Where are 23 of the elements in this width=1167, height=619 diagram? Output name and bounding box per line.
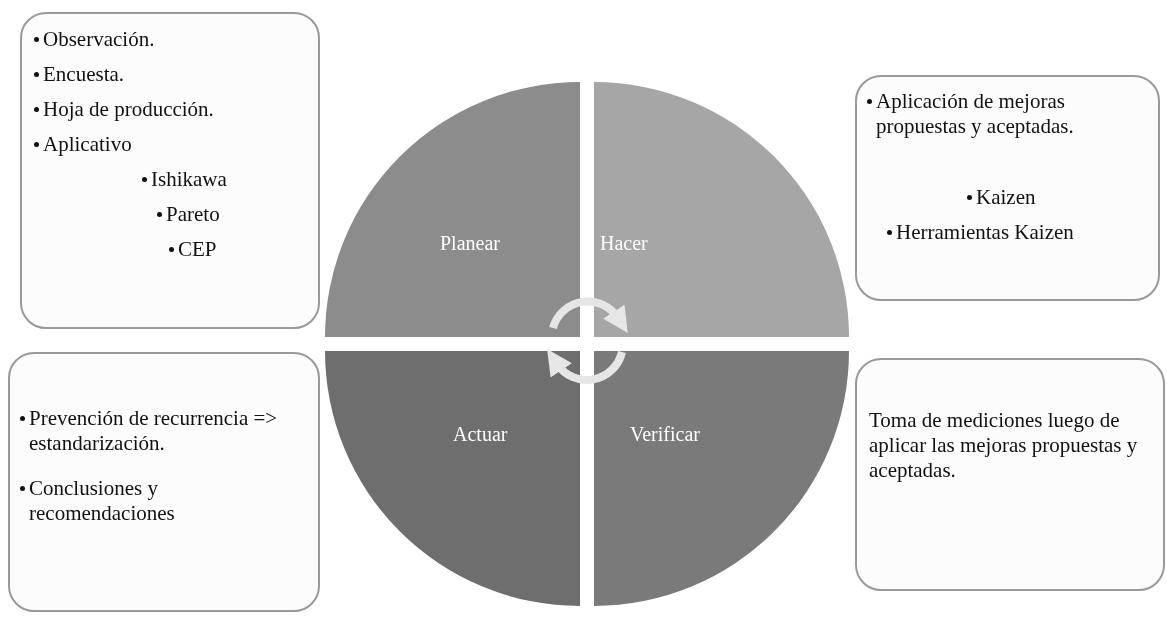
quadrant-label: Hacer	[600, 232, 648, 255]
list-item-text: Ishikawa	[151, 167, 227, 192]
list-item-text: Kaizen	[976, 185, 1036, 210]
text-card	[20, 12, 320, 329]
list-item-text: Aplicación de mejoras propuestas y aceptadas.	[876, 89, 1075, 139]
cycle-arrow	[549, 297, 629, 333]
text-card	[855, 358, 1165, 591]
list-item-text: Conclusiones y recomendaciones	[29, 476, 176, 526]
list-item-text: Herramientas Kaizen	[896, 220, 1074, 245]
list-item-text: Aplicativo	[43, 132, 132, 157]
quadrant-label: Actuar	[453, 423, 508, 446]
list-item-text: CEP	[178, 237, 217, 262]
list-item-text: Prevención de recurrencia => estandarización.	[29, 406, 279, 456]
list-item-text: Observación.	[43, 27, 155, 52]
quadrant-label: Planear	[440, 232, 500, 255]
list-item-text: Hoja de producción.	[43, 97, 214, 122]
list-item-text: Encuesta.	[43, 62, 125, 87]
text-card	[8, 352, 320, 612]
paragraph: Toma de mediciones luego de aplicar las mejoras propuestas y aceptadas.	[869, 408, 1139, 483]
list-item-text: Pareto	[166, 202, 220, 227]
cycle-arrow	[546, 349, 626, 384]
quadrant-label: Verificar	[630, 423, 700, 446]
text-card	[855, 75, 1160, 301]
